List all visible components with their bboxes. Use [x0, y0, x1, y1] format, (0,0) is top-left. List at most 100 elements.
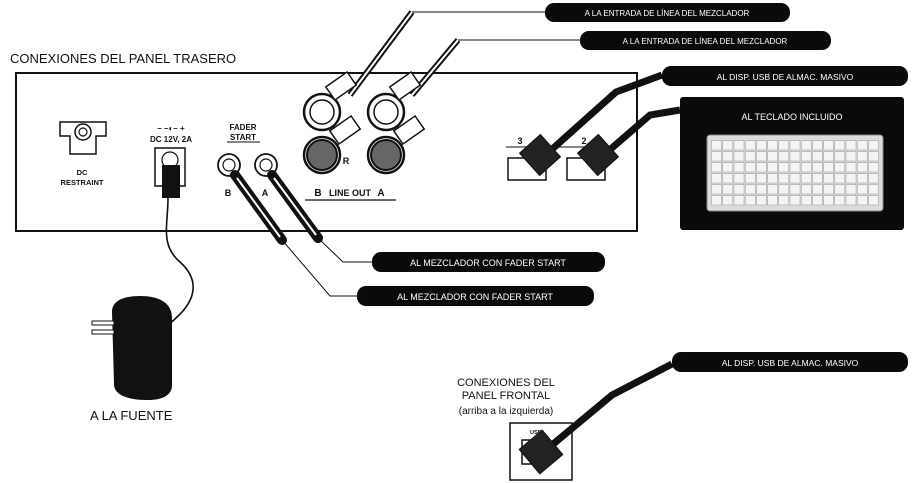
usb-port-3-label: 3 [517, 136, 522, 146]
keyboard-key [767, 162, 778, 173]
diagram-title: CONEXIONES DEL PANEL TRASERO [10, 51, 236, 66]
svg-text:A LA ENTRADA DE LÍNEA DEL MEZC: A LA ENTRADA DE LÍNEA DEL MEZCLADOR [585, 9, 750, 18]
keyboard-key [845, 162, 857, 173]
keyboard-key [778, 173, 790, 184]
callout-line-in-2: A LA ENTRADA DE LÍNEA DEL MEZCLADOR [580, 31, 831, 50]
keyboard-key [711, 140, 722, 151]
line-out-b-label: B [314, 188, 321, 199]
keyboard-icon [706, 134, 884, 212]
keyboard-key [845, 184, 857, 195]
keyboard-key [733, 151, 745, 162]
keyboard-key [823, 140, 834, 151]
keyboard-key [711, 173, 722, 184]
keyboard-key [744, 151, 756, 162]
keyboard-key [800, 195, 812, 206]
keyboard-key [823, 195, 834, 206]
keyboard-key [812, 151, 823, 162]
keyboard-key [711, 195, 722, 206]
keyboard-key [800, 151, 812, 162]
fader-start-label-2: START [230, 133, 256, 142]
front-panel-note: (arriba a la izquierda) [459, 406, 554, 417]
line-out-b-jacks [302, 92, 342, 175]
dc-input-jack [154, 147, 186, 198]
keyboard-key [812, 173, 823, 184]
keyboard-key [778, 140, 790, 151]
keyboard-key [812, 140, 823, 151]
keyboard-key [845, 151, 857, 162]
usb-cable-rear-3 [518, 71, 664, 177]
keyboard-key [856, 173, 868, 184]
usb-cable-front [518, 360, 674, 475]
keyboard-key [733, 195, 745, 206]
fader-a-label: A [262, 188, 269, 198]
keyboard-label: AL TECLADO INCLUIDO [741, 112, 842, 122]
keyboard-key [834, 162, 846, 173]
keyboard-key [744, 195, 756, 206]
keyboard-key [767, 151, 778, 162]
svg-text:A LA ENTRADA DE LÍNEA DEL MEZC: A LA ENTRADA DE LÍNEA DEL MEZCLADOR [623, 37, 788, 46]
dc-rating-label: DC 12V, 2A [150, 135, 192, 144]
dc-restraint-label-1: DC [77, 168, 88, 177]
keyboard-key [756, 151, 767, 162]
keyboard-key [733, 184, 745, 195]
keyboard-key [812, 184, 823, 195]
fader-start-label-1: FADER [229, 123, 256, 132]
fader-cable-b [230, 170, 287, 245]
rca-plug-lower-2 [392, 114, 426, 146]
keyboard-key [756, 140, 767, 151]
keyboard-key [756, 195, 767, 206]
svg-text:AL MEZCLADOR CON FADER START: AL MEZCLADOR CON FADER START [410, 258, 566, 268]
keyboard-key [856, 151, 868, 162]
keyboard-key [778, 162, 790, 173]
keyboard-key [834, 151, 846, 162]
keyboard-key [778, 195, 790, 206]
keyboard-key [823, 173, 834, 184]
keyboard-key [800, 140, 812, 151]
keyboard-key [711, 151, 722, 162]
dc-polarity-label: – –◐– + [157, 124, 185, 133]
keyboard-key [767, 173, 778, 184]
keyboard-key [800, 184, 812, 195]
keyboard-key [767, 195, 778, 206]
svg-text:AL DISP. USB DE ALMAC. MASIVO: AL DISP. USB DE ALMAC. MASIVO [717, 72, 854, 82]
keyboard-key [722, 140, 734, 151]
keyboard-key [789, 140, 801, 151]
keyboard-key [868, 195, 879, 206]
keyboard-key [800, 173, 812, 184]
keyboard-key [868, 173, 879, 184]
keyboard-key [812, 195, 823, 206]
callout-usb-front: AL DISP. USB DE ALMAC. MASIVO [672, 352, 908, 372]
keyboard-key [722, 162, 734, 173]
keyboard-key [756, 184, 767, 195]
keyboard-key [789, 195, 801, 206]
callout-line-in-1: A LA ENTRADA DE LÍNEA DEL MEZCLADOR [545, 3, 790, 22]
keyboard-key [845, 173, 857, 184]
rca-plug-upper-2 [388, 38, 461, 102]
svg-text:AL MEZCLADOR CON FADER START: AL MEZCLADOR CON FADER START [397, 292, 553, 302]
rca-plug-lower-1 [328, 114, 362, 146]
keyboard-key [756, 173, 767, 184]
front-panel-title-2: PANEL FRONTAL [462, 390, 550, 402]
keyboard-key [856, 162, 868, 173]
callout-fader-1: AL MEZCLADOR CON FADER START [372, 252, 605, 272]
usb-cable-rear-2 [576, 106, 681, 177]
keyboard-key [856, 195, 868, 206]
keyboard-key [800, 162, 812, 173]
keyboard-key [834, 140, 846, 151]
keyboard-key [823, 184, 834, 195]
keyboard-key [733, 162, 745, 173]
keyboard-key [789, 184, 801, 195]
keyboard-key [744, 184, 756, 195]
keyboard-key [722, 195, 734, 206]
usb-port-2-label: 2 [581, 136, 586, 146]
keyboard-key [868, 162, 879, 173]
keyboard-key [834, 184, 846, 195]
keyboard-key [856, 184, 868, 195]
fader-cable-a [267, 170, 323, 243]
keyboard-key [868, 151, 879, 162]
keyboard-key [767, 140, 778, 151]
keyboard-key [778, 151, 790, 162]
keyboard-key [733, 140, 745, 151]
fader-b-label: B [225, 188, 232, 198]
